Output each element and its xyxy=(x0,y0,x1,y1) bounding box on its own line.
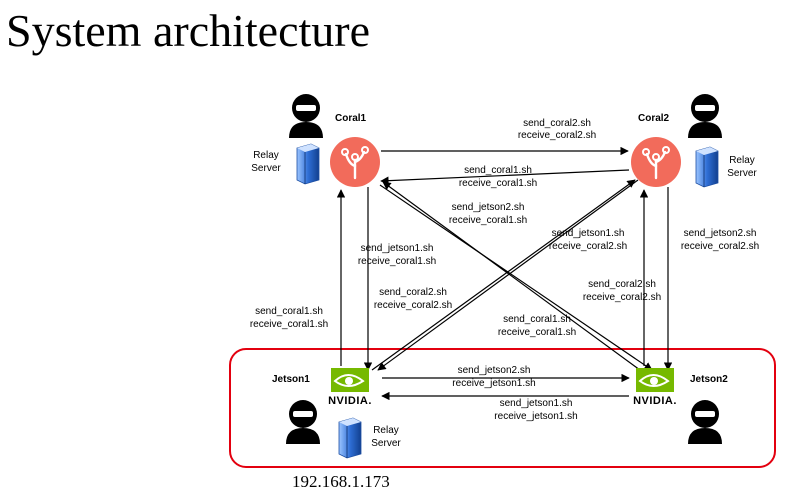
edge-label: receive_coral2.sh xyxy=(374,300,452,311)
user-icon xyxy=(286,400,320,444)
coral2-node: Coral2 Relay Server xyxy=(629,94,757,189)
edge-label: send_coral2.sh xyxy=(379,287,447,298)
edge-label: send_jetson1.sh xyxy=(361,243,434,254)
edge-label: receive_coral1.sh xyxy=(449,215,527,226)
edge-jetson1-to-coral2 xyxy=(371,179,636,371)
edge-label: receive_coral2.sh xyxy=(583,292,661,303)
edge-label: send_coral1.sh xyxy=(255,306,323,317)
edge-label: receive_coral1.sh xyxy=(459,178,537,189)
edge-label: send_coral2.sh xyxy=(523,118,591,129)
edge-coral2-to-coral1 xyxy=(380,169,630,185)
relay-server-ip: 192.168.1.173 xyxy=(292,472,390,491)
edge-label: send_jetson2.sh xyxy=(458,365,531,376)
server-icon xyxy=(695,146,719,188)
relay-server-label-line2: Server xyxy=(727,168,757,179)
edge-label: send_jetson2.sh xyxy=(452,202,525,213)
edges xyxy=(336,146,673,401)
coral-chip-icon xyxy=(328,135,382,189)
edge-label: receive_coral2.sh xyxy=(518,130,596,141)
edge-labels: send_coral2.sh receive_coral2.sh send_co… xyxy=(250,118,759,422)
relay-server-label-line2: Server xyxy=(371,438,401,449)
edge-coral2-to-jetson1 xyxy=(377,179,639,371)
edge-label: receive_coral1.sh xyxy=(358,256,436,267)
nvidia-logo-icon xyxy=(635,367,675,393)
edge-coral1-to-jetson2 xyxy=(379,184,653,371)
user-icon xyxy=(688,400,722,444)
edge-label: send_coral1.sh xyxy=(503,314,571,325)
jetson2-node: NVIDIA. Jetson2 xyxy=(633,367,728,444)
edge-label: receive_jetson1.sh xyxy=(452,378,535,389)
node-label-coral2: Coral2 xyxy=(638,113,670,124)
node-label-coral1: Coral1 xyxy=(335,113,367,124)
edge-label: send_coral1.sh xyxy=(464,165,532,176)
node-label-jetson1: Jetson1 xyxy=(272,374,310,385)
edge-label: receive_coral2.sh xyxy=(549,241,627,252)
nvidia-wordmark: NVIDIA. xyxy=(633,395,677,407)
edge-label: receive_coral2.sh xyxy=(681,241,759,252)
coral-chip-icon xyxy=(629,135,683,189)
edge-label: send_jetson2.sh xyxy=(684,228,757,239)
server-icon xyxy=(296,143,320,185)
relay-server-label-line1: Relay xyxy=(253,150,279,161)
relay-server-label-line2: Server xyxy=(251,163,281,174)
server-icon xyxy=(338,417,362,459)
edge-label: send_jetson1.sh xyxy=(500,398,573,409)
nvidia-wordmark: NVIDIA. xyxy=(328,395,372,407)
relay-server-label-line1: Relay xyxy=(373,425,399,436)
page-title: System architecture xyxy=(6,5,371,56)
jetson-network-highlight xyxy=(229,348,776,468)
jetson1-node: Jetson1 NVIDIA. Relay Server xyxy=(272,367,401,459)
relay-server-label-line1: Relay xyxy=(729,155,755,166)
edge-label: receive_coral1.sh xyxy=(498,327,576,338)
edge-label: send_jetson1.sh xyxy=(552,228,625,239)
user-icon xyxy=(688,94,722,138)
node-label-jetson2: Jetson2 xyxy=(690,374,728,385)
edge-label: receive_jetson1.sh xyxy=(494,411,577,422)
edge-label: send_coral2.sh xyxy=(588,279,656,290)
user-icon xyxy=(289,94,323,138)
coral1-node: Coral1 Relay Server xyxy=(251,94,382,189)
nvidia-logo-icon xyxy=(330,367,370,393)
edge-jetson2-to-coral1 xyxy=(382,181,641,371)
edge-label: receive_coral1.sh xyxy=(250,319,328,330)
